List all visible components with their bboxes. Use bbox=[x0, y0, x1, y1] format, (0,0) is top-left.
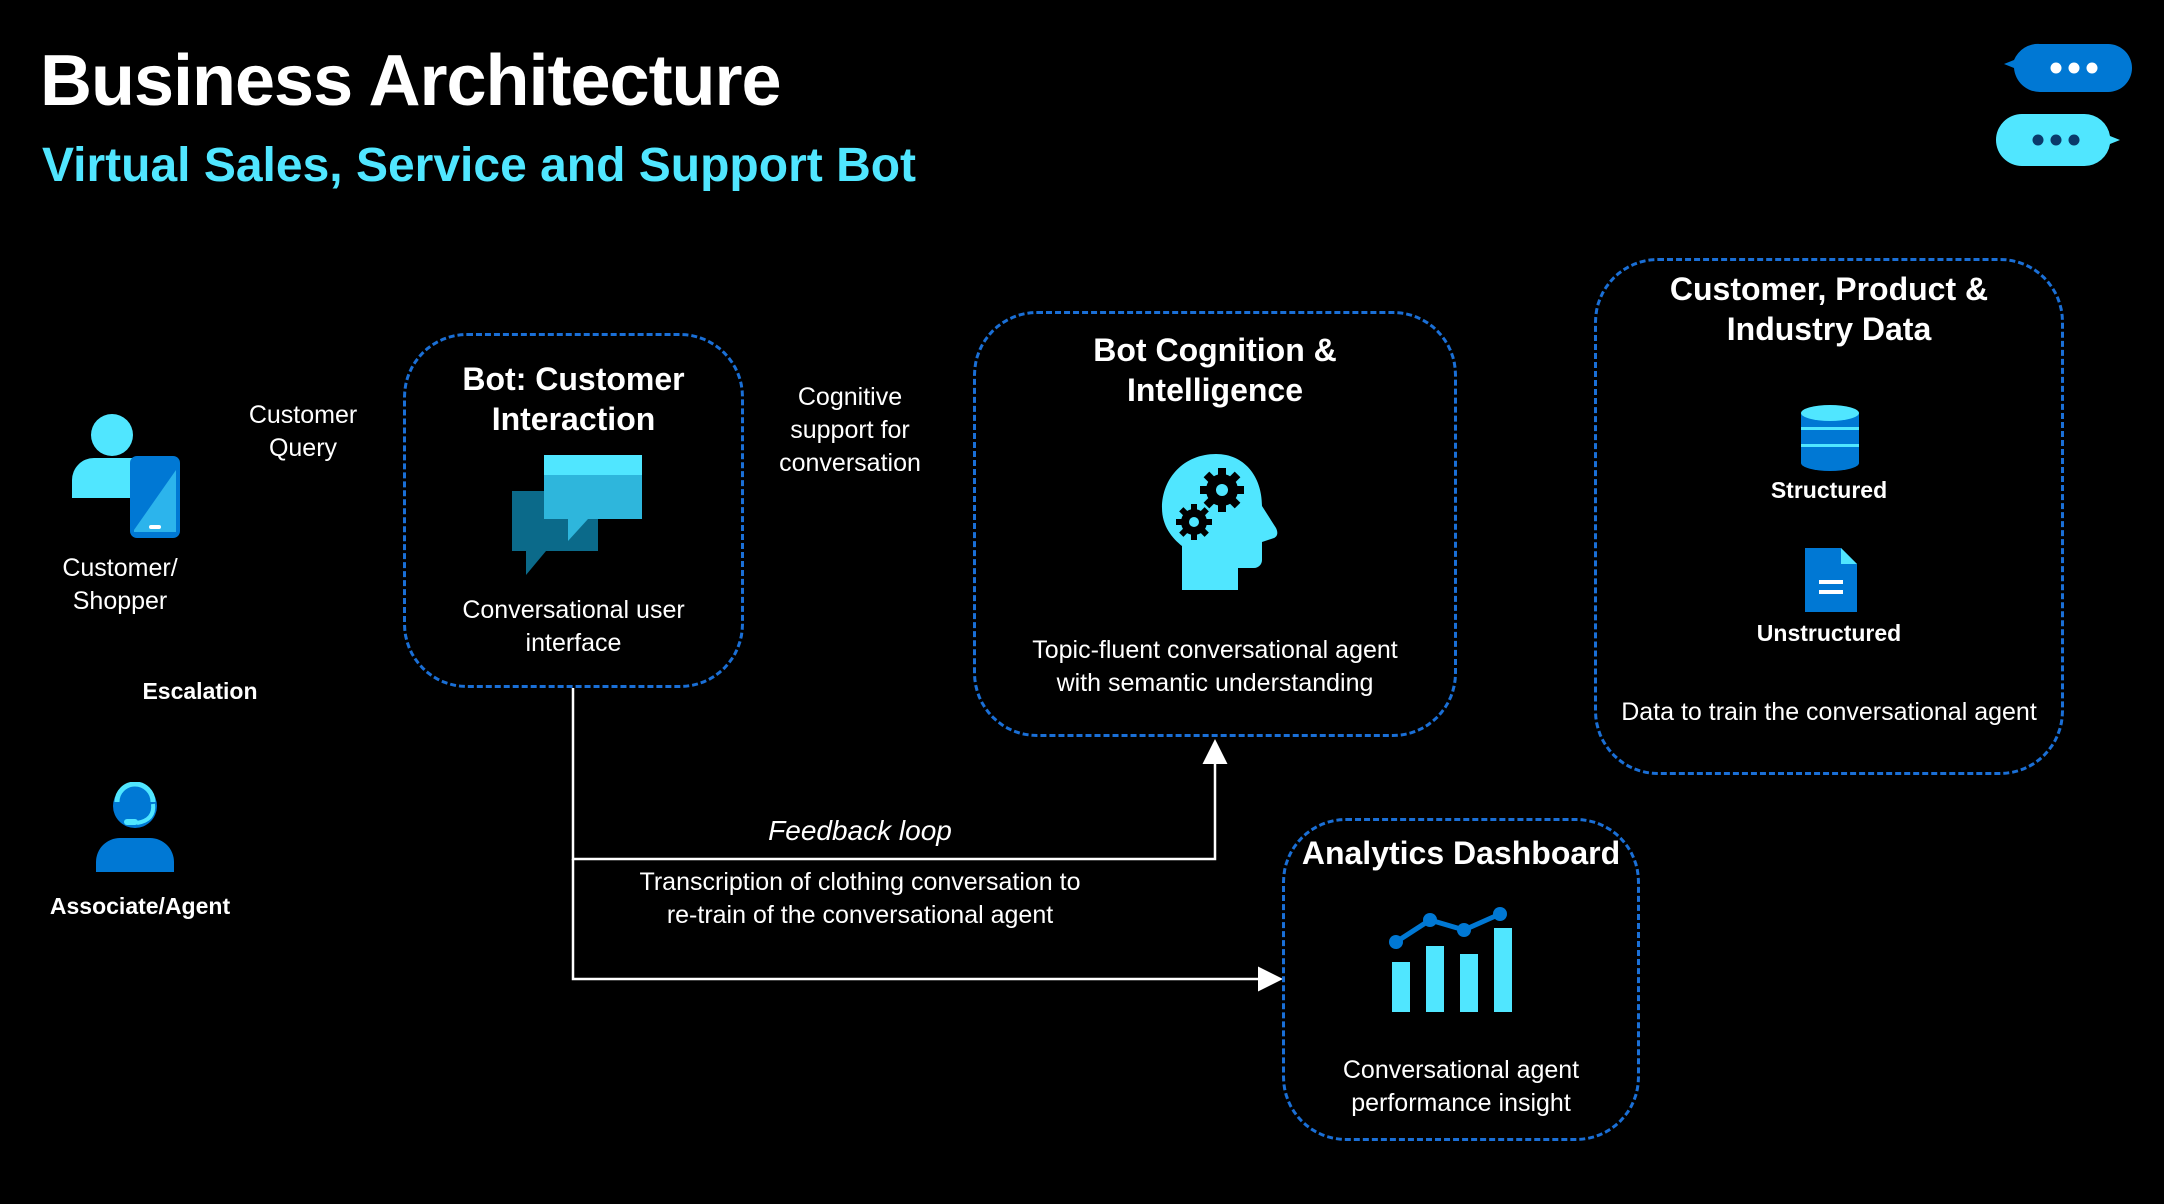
bot-cognition-title: Bot Cognition & Intelligence bbox=[1093, 332, 1337, 408]
bot-interaction-title: Bot: Customer Interaction bbox=[462, 361, 685, 437]
analytics-description: Conversational agent performance insight bbox=[1342, 1056, 1580, 1117]
database-icon bbox=[1801, 405, 1859, 471]
feedback-loop-label: Feedback loop bbox=[768, 815, 952, 846]
analytics-box: Analytics Dashboard Conversational agent… bbox=[1282, 818, 1640, 1141]
page-subtitle: Virtual Sales, Service and Support Bot bbox=[42, 139, 917, 192]
person-with-phone-icon bbox=[72, 414, 180, 538]
person-with-headset-icon bbox=[96, 782, 174, 872]
agent-label: Associate/Agent bbox=[49, 893, 231, 919]
escalation-label: Escalation bbox=[142, 678, 258, 704]
cognitive-support-label: Cognitive support for conversation bbox=[779, 383, 921, 477]
document-icon bbox=[1805, 548, 1857, 612]
head-with-gears-icon bbox=[1162, 454, 1278, 590]
speech-bubbles-icon bbox=[1996, 43, 2132, 167]
data-title: Customer, Product & Industry Data bbox=[1669, 271, 1989, 347]
bot-cognition-description: Topic-fluent conversational agent with s… bbox=[1032, 636, 1398, 697]
data-description: Data to train the conversational agent bbox=[1621, 698, 2037, 726]
customer-label: Customer/ Shopper bbox=[62, 554, 178, 615]
bot-cognition-box: Bot Cognition & Intelligence Topic-fluen… bbox=[973, 311, 1457, 737]
data-box: Customer, Product & Industry Data Struct… bbox=[1594, 258, 2064, 775]
analytics-line bbox=[571, 859, 1283, 992]
feedback-loop-line bbox=[571, 688, 1228, 861]
chat-bubbles-icon bbox=[512, 455, 642, 575]
bot-interaction-description: Conversational user interface bbox=[462, 596, 685, 657]
analytics-title: Analytics Dashboard bbox=[1301, 835, 1621, 871]
bot-interaction-box: Bot: Customer Interaction Conversational… bbox=[403, 333, 744, 688]
transcription-label: Transcription of clothing conversation t… bbox=[639, 868, 1081, 929]
unstructured-label: Unstructured bbox=[1756, 620, 1902, 646]
page-title: Business Architecture bbox=[40, 41, 782, 121]
structured-label: Structured bbox=[1770, 477, 1888, 503]
bar-line-chart-icon bbox=[1389, 907, 1512, 1012]
customer-query-label: Customer Query bbox=[248, 401, 358, 462]
